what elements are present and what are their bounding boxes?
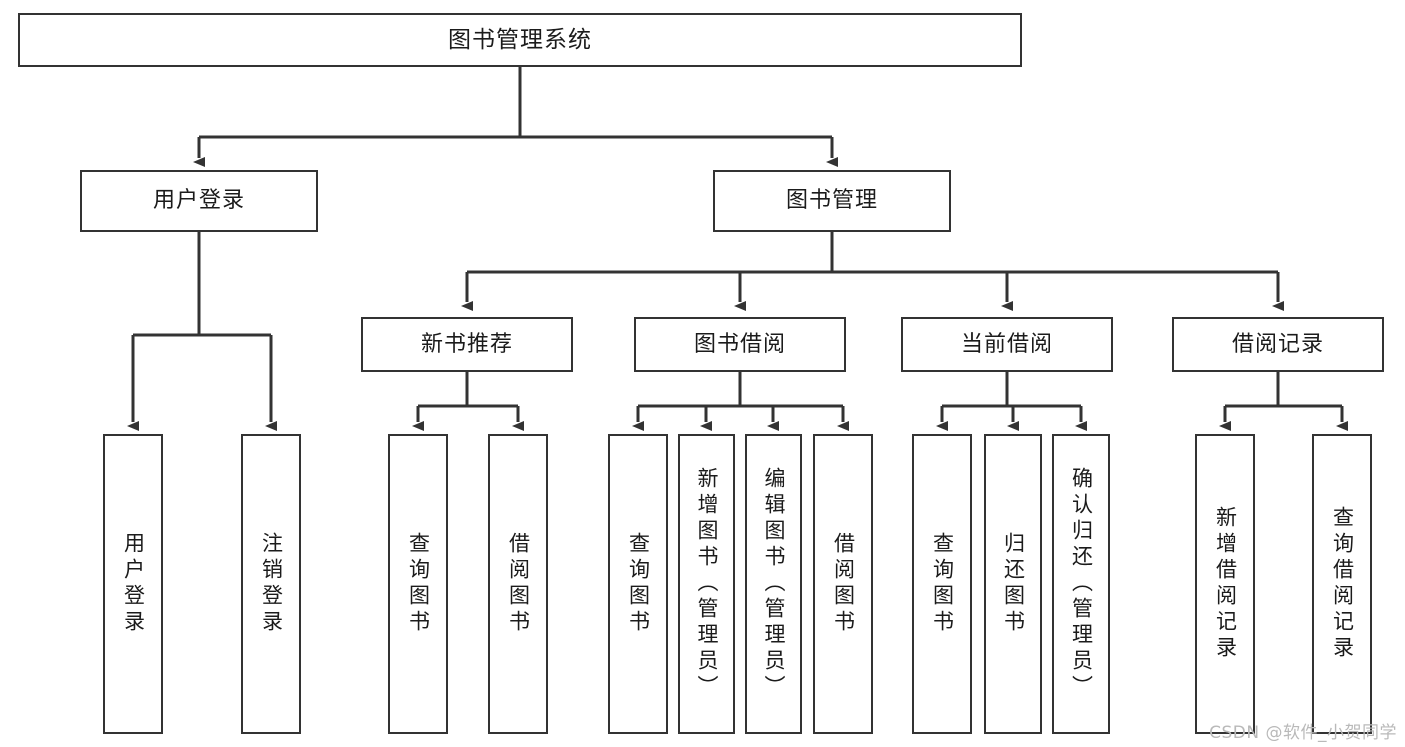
leaf-borrow-books-borrow-label: 借阅图书 bbox=[831, 532, 856, 636]
leaf-borrow-books-newbooks[interactable]: 借阅图书 bbox=[488, 434, 548, 734]
node-book-management[interactable]: 图书管理 bbox=[713, 170, 951, 232]
leaf-return-books-label: 归还图书 bbox=[1001, 532, 1026, 636]
node-book-borrow[interactable]: 图书借阅 bbox=[634, 317, 846, 372]
leaf-logout-label: 注销登录 bbox=[259, 532, 284, 636]
leaf-query-books-borrow-label: 查询图书 bbox=[626, 532, 651, 636]
leaf-edit-book-admin[interactable]: 编辑图书（管理员） bbox=[745, 434, 802, 734]
watermark: CSDN @软件_小贺同学 bbox=[1209, 723, 1397, 743]
leaf-confirm-return-admin-label: 确认归还（管理员） bbox=[1069, 467, 1094, 701]
leaf-query-books-borrow[interactable]: 查询图书 bbox=[608, 434, 668, 734]
leaf-query-books-newbooks-label: 查询图书 bbox=[406, 532, 431, 636]
node-book-borrow-label: 图书借阅 bbox=[693, 331, 786, 357]
leaf-logout[interactable]: 注销登录 bbox=[241, 434, 301, 734]
leaf-query-books-newbooks[interactable]: 查询图书 bbox=[388, 434, 448, 734]
node-new-book-recommend-label: 新书推荐 bbox=[420, 331, 513, 357]
node-borrow-records-label: 借阅记录 bbox=[1231, 331, 1324, 357]
node-borrow-records[interactable]: 借阅记录 bbox=[1172, 317, 1384, 372]
leaf-user-login[interactable]: 用户登录 bbox=[103, 434, 163, 734]
node-book-management-label: 图书管理 bbox=[785, 188, 878, 214]
leaf-user-login-label: 用户登录 bbox=[121, 532, 146, 636]
leaf-add-book-admin-label: 新增图书（管理员） bbox=[695, 467, 719, 701]
leaf-add-borrow-record-label: 新增借阅记录 bbox=[1213, 506, 1238, 662]
node-current-borrow[interactable]: 当前借阅 bbox=[901, 317, 1113, 372]
leaf-confirm-return-admin[interactable]: 确认归还（管理员） bbox=[1052, 434, 1110, 734]
leaf-edit-book-admin-label: 编辑图书（管理员） bbox=[762, 467, 786, 701]
leaf-borrow-books-newbooks-label: 借阅图书 bbox=[506, 532, 531, 636]
node-new-book-recommend[interactable]: 新书推荐 bbox=[361, 317, 573, 372]
leaf-borrow-books-borrow[interactable]: 借阅图书 bbox=[813, 434, 873, 734]
node-current-borrow-label: 当前借阅 bbox=[960, 331, 1053, 357]
node-user-login[interactable]: 用户登录 bbox=[80, 170, 318, 232]
leaf-query-borrow-record-label: 查询借阅记录 bbox=[1330, 506, 1355, 662]
leaf-query-books-current[interactable]: 查询图书 bbox=[912, 434, 972, 734]
node-user-login-label: 用户登录 bbox=[152, 188, 245, 214]
node-root-label: 图书管理系统 bbox=[448, 26, 592, 53]
leaf-add-borrow-record[interactable]: 新增借阅记录 bbox=[1195, 434, 1255, 734]
leaf-return-books[interactable]: 归还图书 bbox=[984, 434, 1042, 734]
leaf-add-book-admin[interactable]: 新增图书（管理员） bbox=[678, 434, 735, 734]
leaf-query-books-current-label: 查询图书 bbox=[930, 532, 955, 636]
node-root[interactable]: 图书管理系统 bbox=[18, 13, 1022, 67]
leaf-query-borrow-record[interactable]: 查询借阅记录 bbox=[1312, 434, 1372, 734]
